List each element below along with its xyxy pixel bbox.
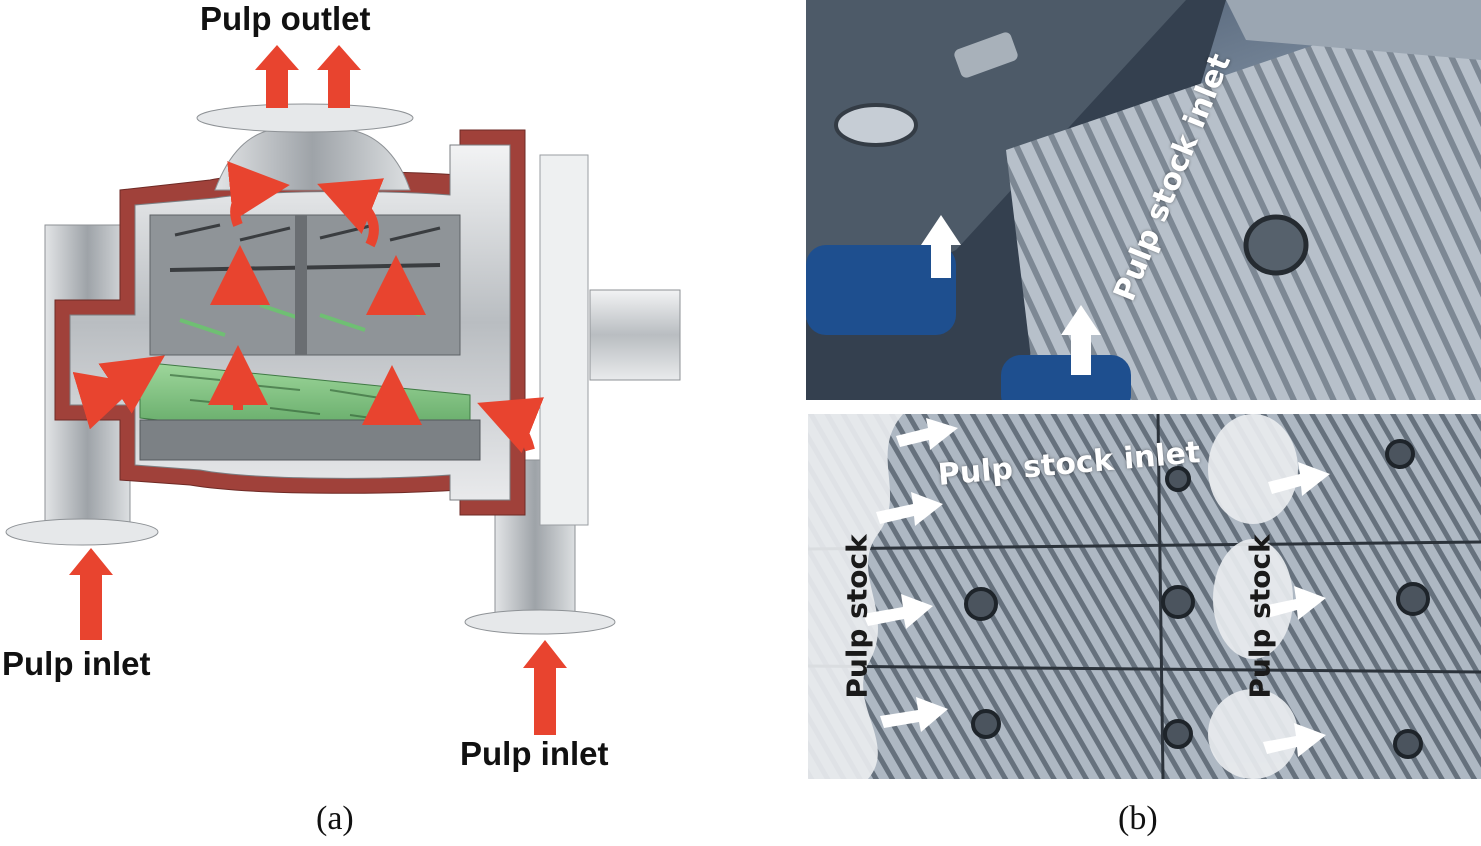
refiner-cutaway-illustration xyxy=(5,45,681,735)
caption-a: (a) xyxy=(316,800,354,837)
bolt-heads xyxy=(964,439,1430,759)
panel-b-bottom-photo: Pulp stock inlet Pulp stock Pulp stock xyxy=(808,414,1481,779)
left-inlet-arrow xyxy=(69,548,113,640)
pulp-stock-left-label: Pulp stock xyxy=(840,534,874,699)
refiner-plate-bottom-illustration xyxy=(808,414,1481,779)
panel-a: Pulp outlet Pulp inlet Pulp inlet (a) xyxy=(0,0,700,846)
panel-b-top-photo: Pulp stock inlet xyxy=(806,0,1481,400)
caption-b: (b) xyxy=(1118,800,1158,837)
drive-shaft xyxy=(589,289,681,381)
left-inlet-flange xyxy=(5,518,159,546)
outlet-arrows xyxy=(255,45,361,108)
lower-stator xyxy=(139,419,481,461)
end-cover xyxy=(539,154,589,526)
pulp-inlet-right-label: Pulp inlet xyxy=(460,735,609,772)
pulp-stock-right-label: Pulp stock xyxy=(1243,534,1277,699)
pulp-outlet-label: Pulp outlet xyxy=(200,0,371,37)
flow-arrows xyxy=(72,161,545,454)
refiner-plate-top-illustration xyxy=(806,0,1481,400)
pulp-stock-blobs xyxy=(808,414,1298,779)
outlet-neck xyxy=(214,129,411,191)
flow-arrows-top xyxy=(921,215,1101,375)
outlet-flange xyxy=(196,103,414,133)
flow-arrows-bottom xyxy=(863,418,1330,757)
right-inlet-arrow xyxy=(523,640,567,735)
right-inlet-flange xyxy=(464,609,616,635)
pulp-inlet-left-label: Pulp inlet xyxy=(2,645,151,682)
